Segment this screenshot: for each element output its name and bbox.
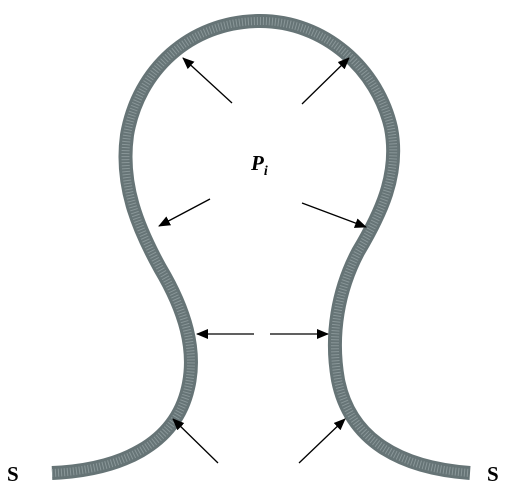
arrow-top-left <box>183 58 232 103</box>
arrow-mid-right <box>302 203 366 227</box>
membrane <box>52 21 470 473</box>
pressure-label: Pi <box>250 151 268 179</box>
arrow-top-right <box>302 58 349 104</box>
membrane-body <box>52 21 470 473</box>
arrow-bottom-right <box>299 419 345 463</box>
arrow-mid-left <box>159 199 210 226</box>
pressure-label-main: P <box>250 151 264 175</box>
support-label-right: S <box>487 462 499 486</box>
pressure-label-subscript: i <box>264 164 268 179</box>
arrow-bottom-left <box>173 419 218 463</box>
support-label-left: S <box>7 462 19 486</box>
membrane-texture <box>52 21 470 473</box>
